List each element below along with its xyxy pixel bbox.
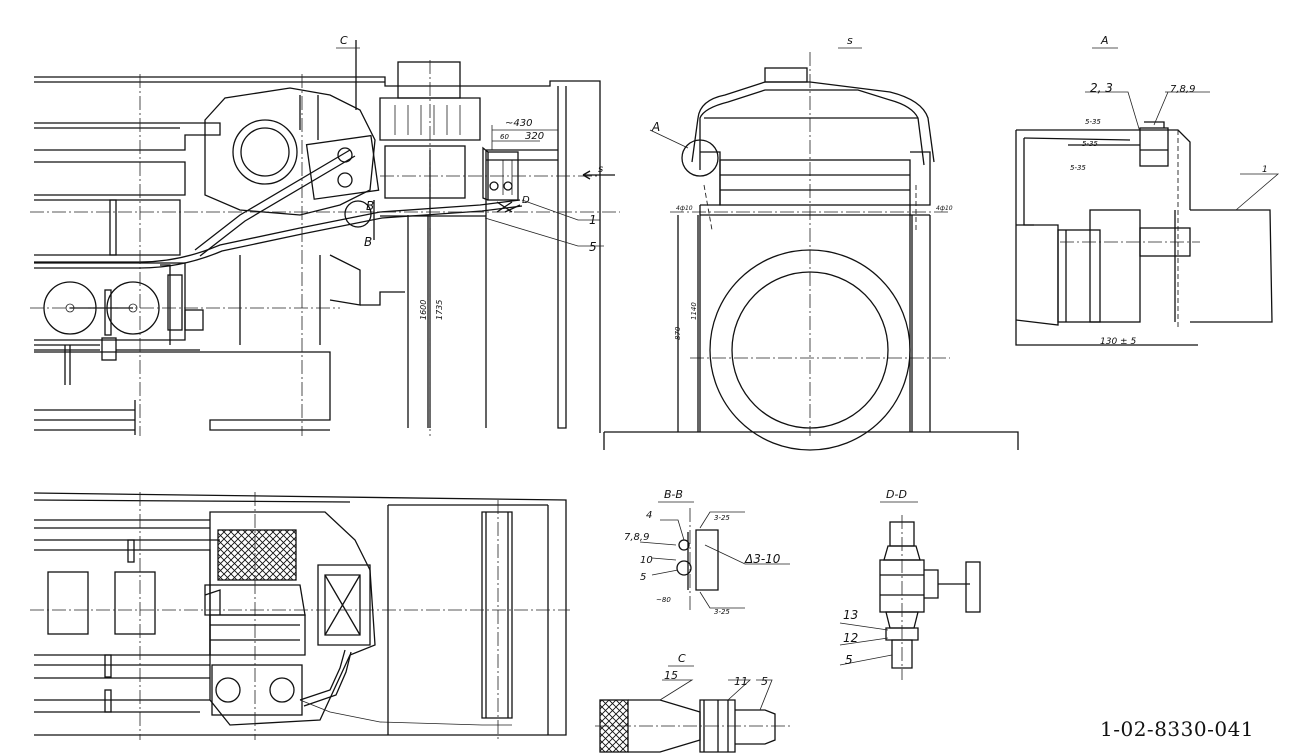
s-dim-870: 870 (674, 326, 682, 340)
section-b-lower-label: B (364, 235, 372, 249)
view-c-arrow-label: C (340, 34, 348, 47)
s-dim-1140: 1140 (690, 302, 698, 320)
c-item-11: 11 (734, 675, 748, 688)
detail-a-title: A (1100, 34, 1109, 47)
section-bb: B-B 4 7,8,9 10 5 Δ3-10 3-25 3-25 ~80 (624, 488, 790, 616)
a-dim-5-35-c: 5-35 (1070, 164, 1086, 172)
item-5-label: 5 (589, 240, 597, 254)
section-bb-title: B-B (664, 488, 683, 501)
section-d-label: D (522, 195, 530, 206)
plan-view (30, 492, 570, 740)
dim-60-label: 60 (500, 133, 509, 141)
bb-items-7-8-9: 7,8,9 (624, 532, 649, 543)
drawing-number: 1-02-8330-041 (1100, 717, 1255, 741)
view-s-arrow-label: s (598, 164, 603, 175)
a-item-1: 1 (1262, 165, 1268, 175)
c-item-15: 15 (664, 669, 678, 682)
a-dim-130: 130 ± 5 (1100, 337, 1136, 347)
dim-1735-label: 1735 (435, 300, 444, 320)
dim-1600-label: 1600 (419, 300, 428, 320)
dim-430-label: ~430 (505, 118, 532, 129)
dim-320-label: 320 (525, 131, 544, 142)
a-dim-5-35-b: 5-35 (1082, 140, 1098, 148)
detail-a-view: A 2, 3 7,8,9 1 5-35 5-35 5-35 130 ± 5 (1015, 34, 1280, 347)
bb-dim-3-25-top: 3-25 (714, 514, 730, 522)
hand-valve-icon (879, 515, 981, 680)
bb-dim-3-25-bottom: 3-25 (714, 608, 730, 616)
view-s: s A 4ф10 4ф10 870 1140 (603, 34, 1019, 451)
section-dd: D-D 13 12 5 (839, 488, 981, 680)
view-s-title: s (847, 34, 853, 47)
dd-item-5: 5 (845, 653, 853, 667)
bb-item-10: 10 (640, 555, 653, 566)
side-elevation-view: C s ~430 320 60 1600 1735 B B D 1 5 (30, 34, 620, 436)
hose-fitting-icon (595, 699, 790, 753)
s-tension-right: 4ф10 (936, 205, 953, 212)
a-items-7-8-9: 7,8,9 (1170, 84, 1195, 95)
view-c: C 15 11 5 (595, 652, 790, 753)
a-dim-5-35-a: 5-35 (1085, 118, 1101, 126)
dd-item-13: 13 (843, 608, 858, 622)
section-dd-title: D-D (886, 488, 907, 501)
view-c-title: C (678, 652, 686, 665)
bb-dim-80: ~80 (656, 596, 671, 604)
a-items-2-3: 2, 3 (1090, 81, 1113, 95)
bb-item-4: 4 (646, 510, 652, 521)
bb-item-5: 5 (640, 572, 646, 583)
item-1-label: 1 (589, 213, 597, 227)
s-tension-left: 4ф10 (676, 205, 693, 212)
dd-item-12: 12 (843, 631, 858, 645)
detail-a-callout: A (651, 120, 660, 134)
c-item-5: 5 (761, 675, 768, 688)
section-b-upper-label: B (366, 199, 374, 213)
bb-weld-spec: Δ3-10 (744, 552, 781, 566)
